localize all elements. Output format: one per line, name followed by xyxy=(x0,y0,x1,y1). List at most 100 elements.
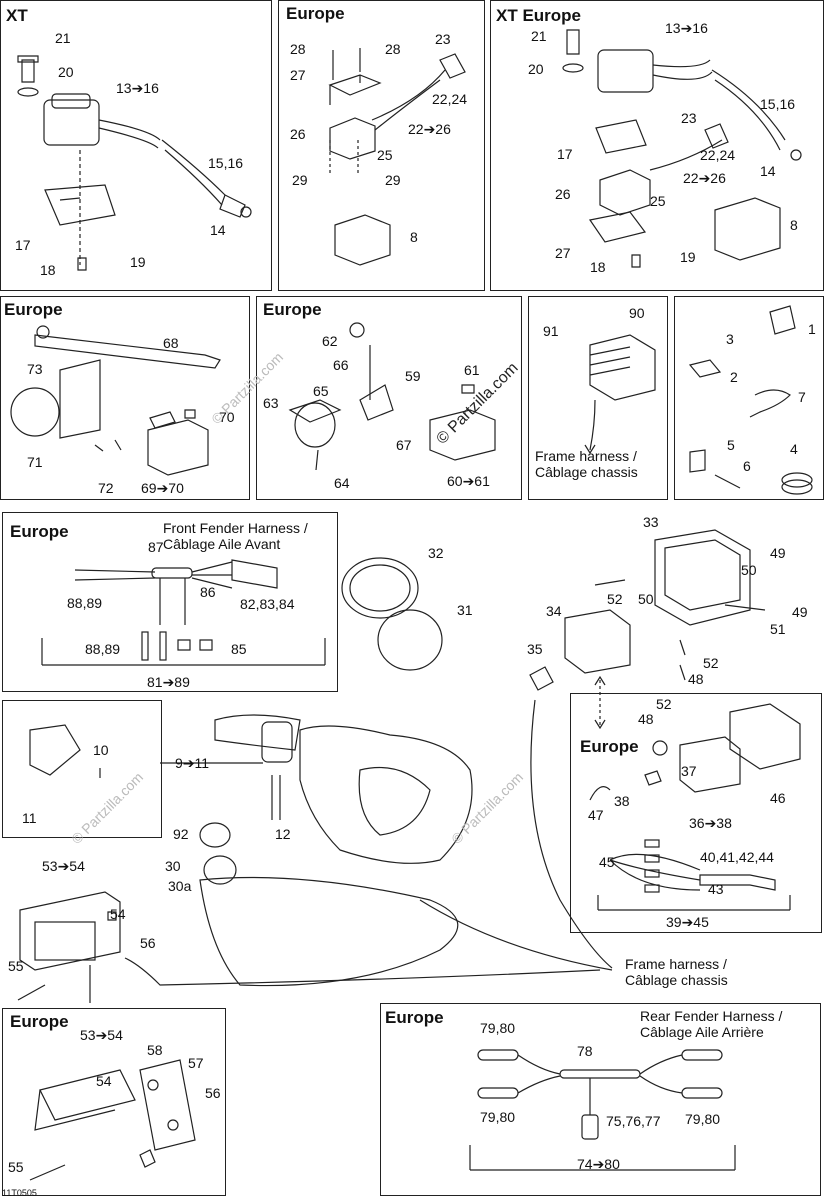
callout: 4 xyxy=(790,441,798,457)
frame-harness-note: Frame harness / xyxy=(535,448,637,464)
callout: 25 xyxy=(377,147,393,163)
callout: 26 xyxy=(290,126,306,142)
callout: 58 xyxy=(147,1042,163,1058)
callout: 37 xyxy=(681,763,697,779)
panel-title-europe-a: Europe xyxy=(286,4,345,23)
callout: 79,80 xyxy=(480,1020,516,1036)
frame-harness-note-fr: Câblage chassis xyxy=(625,972,728,988)
callout: 72 xyxy=(98,480,114,496)
callout: 13➔16 xyxy=(665,20,708,36)
callout: 82,83,84 xyxy=(240,596,295,612)
callout: 19 xyxy=(130,254,146,270)
callout: 30a xyxy=(168,878,192,894)
callout: 54 xyxy=(110,906,126,922)
callout: 60➔61 xyxy=(447,473,490,489)
callout: 49 xyxy=(792,604,808,620)
callout: 55 xyxy=(8,958,24,974)
frame-harness-note-fr: Câblage chassis xyxy=(535,464,638,480)
callout: 26 xyxy=(555,186,571,202)
callout: 50 xyxy=(741,562,757,578)
panel-title-europe-rear: Europe xyxy=(10,1012,69,1031)
front-fender-caption: Front Fender Harness / Câblage Aile Avan… xyxy=(163,520,308,552)
callout: 31 xyxy=(457,602,473,618)
callout: 69➔70 xyxy=(141,480,184,496)
panel-title-rear-fender: Europe xyxy=(385,1008,444,1027)
callout: 57 xyxy=(188,1055,204,1071)
callout: 52 xyxy=(607,591,623,607)
callout: 28 xyxy=(290,41,306,57)
callout: 86 xyxy=(200,584,216,600)
callout: 5 xyxy=(727,437,735,453)
callout: 19 xyxy=(680,249,696,265)
panel-rear-fender xyxy=(380,1003,821,1196)
callout: 27 xyxy=(290,67,306,83)
callout: 35 xyxy=(527,641,543,657)
figure-code: 11T0505 xyxy=(2,1188,37,1198)
callout: 7 xyxy=(798,389,806,405)
callout: 50 xyxy=(638,591,654,607)
callout: 23 xyxy=(435,31,451,47)
callout: 43 xyxy=(708,881,724,897)
callout: 14 xyxy=(210,222,226,238)
callout: 23 xyxy=(681,110,697,126)
callout: 91 xyxy=(543,323,559,339)
callout: 73 xyxy=(27,361,43,377)
panel-front-fender xyxy=(2,512,338,692)
callout: 14 xyxy=(760,163,776,179)
callout: 20 xyxy=(58,64,74,80)
callout: 9➔11 xyxy=(175,755,210,771)
callout: 68 xyxy=(163,335,179,351)
panel-title-europe-light: Europe xyxy=(580,737,639,756)
callout: 40,41,42,44 xyxy=(700,849,774,865)
callout: 71 xyxy=(27,454,43,470)
callout: 2 xyxy=(730,369,738,385)
callout: 15,16 xyxy=(760,96,796,112)
callout: 13➔16 xyxy=(116,80,159,96)
panel-title-europe-c: Europe xyxy=(263,300,322,319)
panel-title-europe-b: Europe xyxy=(4,300,63,319)
callout: 74➔80 xyxy=(577,1156,620,1172)
callout: 79,80 xyxy=(480,1109,516,1125)
callout: 22,24 xyxy=(432,91,468,107)
callout: 28 xyxy=(385,41,401,57)
callout: 8 xyxy=(790,217,798,233)
callout: 15,16 xyxy=(208,155,244,171)
callout: 47 xyxy=(588,807,604,823)
callout: 78 xyxy=(577,1043,593,1059)
callout: 92 xyxy=(173,826,189,842)
rear-fender-caption: Rear Fender Harness / Câblage Aile Arriè… xyxy=(640,1008,783,1040)
callout: 10 xyxy=(93,742,109,758)
callout: 1 xyxy=(808,321,816,337)
callout: 52 xyxy=(703,655,719,671)
callout: 17 xyxy=(557,146,573,162)
callout: 48 xyxy=(638,711,654,727)
callout: 70 xyxy=(219,409,235,425)
callout: 22➔26 xyxy=(683,170,726,186)
callout: 18 xyxy=(40,262,56,278)
panel-xt xyxy=(0,0,272,291)
callout: 30 xyxy=(165,858,181,874)
callout: 62 xyxy=(322,333,338,349)
panel-title-front-fender: Europe xyxy=(10,522,69,541)
callout: 79,80 xyxy=(685,1111,721,1127)
callout: 8 xyxy=(410,229,418,245)
callout: 18 xyxy=(590,259,606,275)
callout: 61 xyxy=(464,362,480,378)
callout: 34 xyxy=(546,603,562,619)
callout: 12 xyxy=(275,826,291,842)
callout: 32 xyxy=(428,545,444,561)
callout: 49 xyxy=(770,545,786,561)
callout: 11 xyxy=(22,810,37,826)
callout: 52 xyxy=(656,696,672,712)
callout: 6 xyxy=(743,458,751,474)
callout: 33 xyxy=(643,514,659,530)
callout: 75,76,77 xyxy=(606,1113,661,1129)
callout: 63 xyxy=(263,395,279,411)
panel-title-xt-europe: XT Europe xyxy=(496,6,582,25)
callout: 3 xyxy=(726,331,734,347)
callout: 48 xyxy=(688,671,704,687)
panel-title-xt: XT xyxy=(6,6,28,25)
callout: 38 xyxy=(614,793,630,809)
callout: 88,89 xyxy=(85,641,121,657)
callout: 65 xyxy=(313,383,329,399)
